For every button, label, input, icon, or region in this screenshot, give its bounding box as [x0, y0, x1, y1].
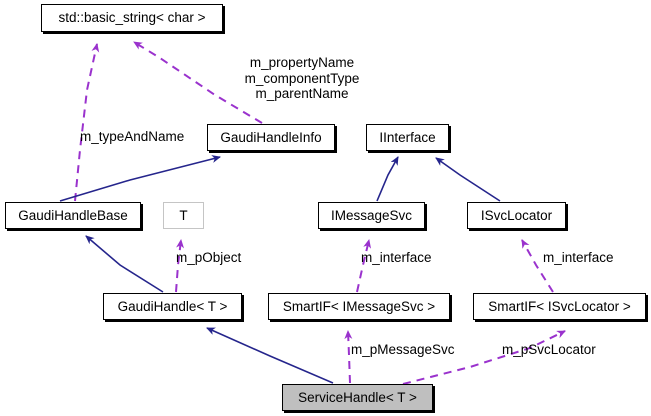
- class-node-gaudihandleinfo[interactable]: GaudiHandleInfo: [207, 124, 335, 151]
- class-node-isvclocator[interactable]: ISvcLocator: [467, 202, 566, 229]
- class-node-label: T: [179, 207, 188, 223]
- class-node-gaudihandlebase[interactable]: GaudiHandleBase: [5, 202, 141, 229]
- edge-isvclocator-inherits-iinterface: [435, 157, 501, 202]
- class-node-iinterface[interactable]: IInterface: [366, 124, 449, 151]
- class-node-label: IMessageSvc: [330, 207, 413, 223]
- edge-gaudihandle-uses-t: [175, 239, 185, 293]
- edge-gaudihandlebase-basic-string: [74, 43, 100, 202]
- edge-label-m-interface-svclocator: m_interface: [543, 250, 614, 265]
- class-node-basic-string[interactable]: std::basic_string< char >: [41, 4, 223, 32]
- edge-gaudihandlebase-inherits-gaudihandleinfo: [59, 155, 221, 202]
- class-node-label: SmartIF< ISvcLocator >: [488, 298, 631, 314]
- class-node-label: GaudiHandleInfo: [220, 129, 322, 145]
- class-node-label: GaudiHandle< T >: [117, 298, 228, 314]
- edge-label-m-interface-messagesvc: m_interface: [361, 250, 432, 265]
- edge-label-m-psvclocator: m_pSvcLocator: [502, 342, 596, 357]
- edge-smartif-imessagesvc-uses-imessagesvc: [356, 239, 372, 293]
- class-node-label: std::basic_string< char >: [58, 10, 206, 26]
- edge-gaudihandleinfo-basic-string: [133, 41, 263, 124]
- class-node-imessagesvc[interactable]: IMessageSvc: [318, 202, 425, 229]
- class-node-servicehandle-t[interactable]: ServiceHandle< T >: [282, 384, 433, 411]
- class-node-label: GaudiHandleBase: [18, 207, 128, 223]
- class-node-label: ServiceHandle< T >: [298, 389, 417, 405]
- class-node-label: ISvcLocator: [480, 207, 553, 223]
- class-node-gaudihandle-t[interactable]: GaudiHandle< T >: [103, 293, 242, 320]
- class-node-template-parameter-t[interactable]: T: [163, 202, 204, 229]
- edge-servicehandle-uses-smartif-isvclocator: [402, 330, 566, 385]
- edge-servicehandle-inherits-gaudihandle: [206, 327, 334, 384]
- edge-servicehandle-uses-smartif-imessagesvc: [344, 330, 353, 384]
- edge-label-m-pobject: m_pObject: [176, 250, 242, 265]
- edge-label-m-typeandname: m_typeAndName: [80, 129, 185, 144]
- edge-gaudihandle-inherits-gaudihandlebase: [85, 235, 164, 293]
- class-node-label: SmartIF< IMessageSvc >: [282, 298, 436, 314]
- edge-smartif-isvclocator-uses-isvclocator: [521, 239, 554, 293]
- class-node-smartif-imessagesvc[interactable]: SmartIF< IMessageSvc >: [268, 293, 450, 320]
- class-node-smartif-isvclocator[interactable]: SmartIF< ISvcLocator >: [473, 293, 646, 320]
- edge-label-m-pmessagesvc: m_pMessageSvc: [351, 342, 455, 357]
- class-node-label: IInterface: [379, 129, 436, 145]
- edge-imessagesvc-inherits-iinterface: [376, 156, 399, 202]
